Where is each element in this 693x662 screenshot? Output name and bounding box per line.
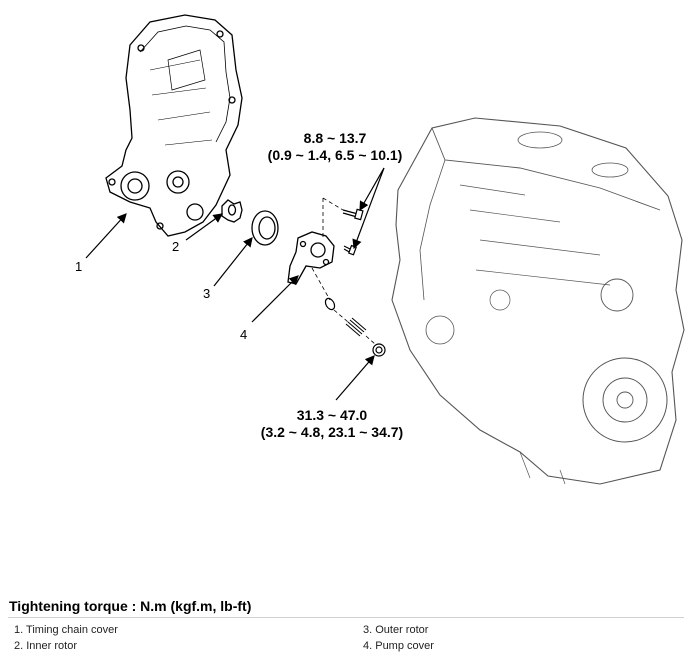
outer-rotor-drawing — [251, 210, 279, 246]
callout-1: 1 — [75, 259, 83, 274]
leader-arrow-1 — [85, 213, 127, 259]
torque-upper-line2: (0.9 ~ 1.4, 6.5 ~ 10.1) — [267, 147, 403, 163]
relief-valve-parts — [324, 297, 386, 357]
leader-arrow-3 — [213, 237, 253, 287]
exploded-view-diagram — [85, 14, 685, 485]
legend-item-pump-cover: 4. Pump cover — [363, 640, 434, 652]
inner-rotor-drawing — [221, 199, 243, 223]
leader-arrows — [85, 167, 385, 401]
torque-spec-upper: 8.8 ~ 13.7 (0.9 ~ 1.4, 6.5 ~ 10.1) — [240, 130, 430, 164]
bolt-drawings — [342, 208, 364, 256]
assembly-guide-lines — [311, 197, 376, 345]
callout-3: 3 — [203, 286, 211, 301]
legend-title: Tightening torque : N.m (kgf.m, lb-ft) — [9, 598, 252, 614]
leader-arrow-2 — [185, 213, 223, 241]
engine-block-drawing — [391, 117, 685, 485]
legend-item-outer-rotor: 3. Outer rotor — [363, 624, 429, 636]
torque-spec-lower: 31.3 ~ 47.0 (3.2 ~ 4.8, 23.1 ~ 34.7) — [232, 407, 432, 441]
leader-arrow-torque-upper-b — [352, 167, 385, 250]
torque-lower-line1: 31.3 ~ 47.0 — [296, 407, 368, 423]
leader-arrow-4 — [251, 275, 299, 323]
callout-4: 4 — [240, 327, 248, 342]
leader-arrow-torque-upper-a — [359, 167, 385, 212]
torque-upper-line1: 8.8 ~ 13.7 — [303, 130, 367, 146]
pump-cover-drawing — [287, 231, 335, 285]
legend-item-inner-rotor: 2. Inner rotor — [14, 640, 77, 652]
callout-2: 2 — [172, 239, 180, 254]
legend-item-timing-chain-cover: 1. Timing chain cover — [14, 624, 118, 636]
leader-arrow-torque-lower — [335, 355, 375, 401]
legend-divider — [8, 617, 684, 618]
torque-lower-line2: (3.2 ~ 4.8, 23.1 ~ 34.7) — [260, 424, 404, 440]
timing-chain-cover-drawing — [105, 14, 243, 237]
